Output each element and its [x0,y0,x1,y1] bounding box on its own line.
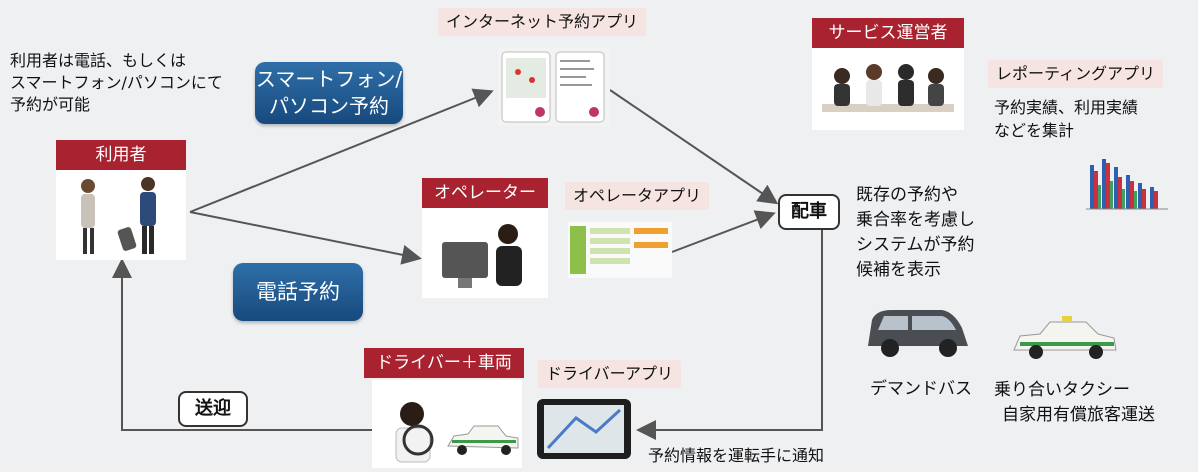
arrow-internet-to-dispatch [609,89,779,205]
map-app-icon [501,51,605,123]
dispatch-note: 既存の予約や 乗合率を考慮し システムが予約 候補を表示 [856,185,975,280]
user-photo [56,170,186,260]
user-note: 利用者は電話、もしくは スマートフォン/パソコンにて 予約が可能 [10,51,223,114]
taxi-icon [1013,316,1117,359]
operator-app-label: オペレータアプリ [565,182,710,210]
pickup-box: 送迎 [178,391,248,427]
arrow-driver-to-user [112,258,372,431]
operator-icon [442,224,522,288]
arrow-dispatch-to-driver [636,228,823,440]
travelers-icon [81,177,156,254]
arrow-operator-to-dispatch [671,210,776,253]
driver-photo [372,380,522,468]
navigation-tablet-icon [537,399,631,459]
bar-chart-icon [1086,159,1168,210]
internet-app-screenshot [498,48,610,126]
driver-label: ドライバー＋車両 [364,348,524,378]
report-chart-thumbnail [1082,145,1172,215]
driver-icon [395,402,519,463]
operator-photo [422,208,548,298]
operator-app-screenshot [568,222,672,278]
arrow-user-to-internet [189,88,494,213]
driver-tablet [536,398,632,460]
user-label: 利用者 [56,140,186,170]
shared-taxi-label: 乗り合いタクシー 自家用有償旅客運送 [994,380,1155,425]
service-operator-label: サービス運営者 [812,18,964,48]
reporting-app-label: レポーティングアプリ [988,60,1164,88]
meeting-photo [812,48,964,130]
driver-app-label: ドライバーアプリ [538,360,682,388]
operator-label: オペレーター [422,178,548,208]
arrow-user-to-operator [189,211,422,265]
meeting-icon [822,64,954,112]
phone-booking-box: 電話予約 [233,263,363,321]
dispatch-box: 配車 [778,194,840,230]
smartphone-booking-box: スマートフォン/ パソコン予約 [255,62,403,124]
reporting-note: 予約実績、利用実績 などを集計 [994,98,1139,140]
internet-app-label: インターネット予約アプリ [438,8,647,36]
table-app-icon [570,226,668,274]
demand-bus-label: デマンドバス [870,379,972,399]
notify-label: 予約情報を運転手に通知 [648,446,825,465]
minivan-icon [868,310,968,357]
